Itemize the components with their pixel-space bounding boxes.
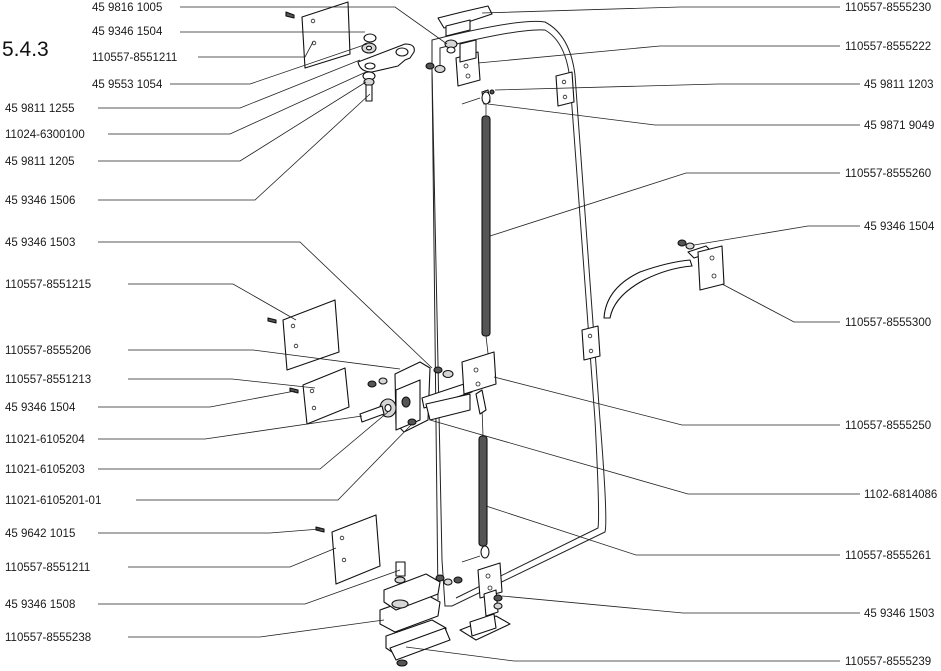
label-right: 45 9811 1203: [864, 79, 934, 91]
bolt-lower: [394, 561, 406, 584]
label-right: 45 9346 1503: [864, 608, 934, 620]
bolt-top: [362, 71, 376, 102]
leader-lines: [98, 6, 860, 662]
washer-nut-stack-top: [361, 33, 377, 54]
lower-hinge-block: [379, 573, 463, 667]
label-right: 110557-8555250: [845, 420, 931, 432]
label-left: 45 9642 1015: [5, 528, 75, 540]
label-left: 11021-6105203: [5, 464, 85, 476]
label-left: 11021-6105204: [5, 434, 85, 446]
door-hinge-plate-upper: [555, 71, 575, 107]
label-right: 110557-8555239: [845, 656, 931, 668]
middle-hinge-assembly: [359, 351, 497, 433]
label-right: 110557-8555260: [845, 168, 931, 180]
label-left: 110557-8551213: [5, 374, 91, 386]
door-panel: [431, 20, 607, 607]
label-left: 45 9811 1255: [5, 103, 75, 115]
label-left: 11024-6300100: [5, 129, 85, 141]
label-left: 45 9346 1506: [5, 195, 75, 207]
labels-right: 110557-8555230 110557-8555222 45 9811 12…: [845, 2, 937, 668]
hinge-lever-top: [357, 43, 415, 73]
label-left: 110557-8551215: [5, 279, 91, 291]
cover-plate-middle: [267, 299, 340, 371]
label-right: 110557-8555261: [845, 550, 931, 562]
label-left: 45 9346 1503: [5, 237, 75, 249]
labels-left: 45 9816 1005 45 9346 1504 110557-8551211…: [5, 2, 177, 644]
label-left: 45 9346 1504: [5, 402, 76, 414]
label-right: 1102-6814086: [864, 489, 937, 501]
cover-plate-lower: [315, 514, 381, 585]
label-left: 110557-8551211: [92, 52, 177, 64]
label-left: 45 9346 1504: [92, 26, 163, 38]
screw-top-icon: [285, 11, 295, 19]
label-right: 110557-8555300: [845, 317, 931, 329]
label-right: 45 9346 1504: [864, 221, 935, 233]
label-left: 45 9553 1054: [92, 79, 163, 91]
label-left: 110557-8555238: [5, 632, 91, 644]
cover-plate-middle-lower: [289, 367, 350, 425]
label-left: 45 9346 1508: [5, 599, 75, 611]
label-left: 45 9811 1205: [5, 156, 75, 168]
lower-right-hinge: [459, 562, 511, 641]
upper-spring-rod: [461, 89, 495, 363]
lower-spring-rod: [461, 407, 490, 563]
label-right: 45 9871 9049: [864, 120, 934, 132]
door-hinge-plate-lower: [581, 325, 601, 361]
door-handle: [603, 239, 725, 319]
section-number: 5.4.3: [2, 38, 49, 61]
label-left: 45 9816 1005: [92, 2, 162, 14]
label-left: 110557-8555206: [5, 345, 91, 357]
label-left: 11021-6105201-01: [5, 495, 101, 507]
top-hinge-assembly: [425, 5, 493, 87]
label-left: 110557-8551211: [5, 562, 90, 574]
label-right: 110557-8555222: [845, 41, 931, 53]
label-right: 110557-8555230: [845, 2, 931, 14]
